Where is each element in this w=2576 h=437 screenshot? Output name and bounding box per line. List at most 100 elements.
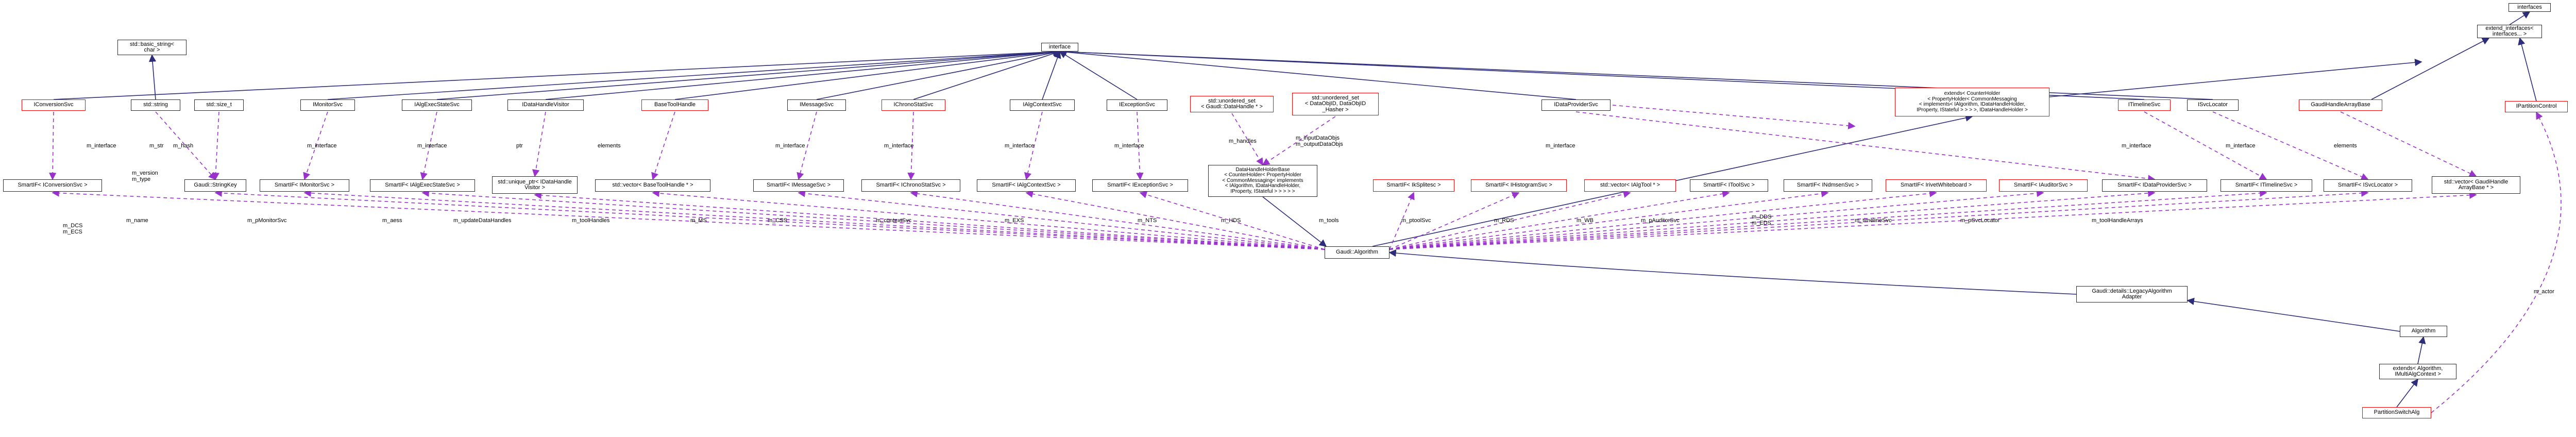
edge-label: m_interface: [307, 143, 337, 149]
class-node-GaudiAlgorithm[interactable]: Gaudi::Algorithm: [1325, 246, 1389, 259]
edge-label: m_str: [149, 143, 164, 149]
class-node-label: IExceptionSvc: [1119, 102, 1155, 108]
class-node-vector_IAlgTool[interactable]: std::vector< IAlgTool * >: [1584, 179, 1676, 192]
class-node-ISvcLocator[interactable]: ISvcLocator: [2187, 99, 2239, 111]
class-node-extends_algorithm[interactable]: extends< Algorithm, IMultiAlgContext >: [2379, 364, 2456, 379]
class-node-label: IAlgContextSvc: [1023, 102, 1062, 108]
class-node-IPartitionControl[interactable]: IPartitionControl: [2505, 101, 2568, 112]
class-node-label: std::vector< IAlgTool * >: [1600, 182, 1660, 189]
class-node-unique_ptr_visitor[interactable]: std::unique_ptr< IDataHandle Visitor >: [492, 176, 578, 194]
edge-label: m_interface: [2122, 143, 2151, 149]
edge-label: m_interface: [2226, 143, 2256, 149]
class-node-ITimelineSvc[interactable]: ITimelineSvc: [2118, 99, 2171, 111]
class-node-interface_top[interactable]: interface: [1041, 43, 1078, 52]
class-node-SmartIF_IMonitorSvc[interactable]: SmartIF< IMonitorSvc >: [260, 179, 349, 192]
class-node-label: std::vector< GaudiHandle ArrayBase * >: [2444, 178, 2509, 191]
class-node-std_string[interactable]: std::string: [131, 99, 180, 111]
class-node-label: DataHandleHolderBase < CounterHolder< Pr…: [1222, 166, 1303, 194]
class-node-LegacyAlgorithmAdapter[interactable]: Gaudi::details::LegacyAlgorithm Adapter: [2076, 286, 2188, 302]
edge-label: m_pMonitorSvc: [247, 217, 287, 224]
class-node-SmartIF_IDataProviderSvc[interactable]: SmartIF< IDataProviderSvc >: [2102, 179, 2207, 192]
class-node-SmartIF_INtupleSvc[interactable]: SmartIF< INdmsenSvc >: [1784, 179, 1872, 192]
class-node-label: SmartIF< IrivetWhiteboard >: [1900, 182, 1972, 189]
class-node-IAlgExecStateSvc[interactable]: IAlgExecStateSvc: [402, 99, 472, 111]
class-node-label: std::unique_ptr< IDataHandle Visitor >: [498, 178, 572, 191]
class-node-GaudiHandleArrayBase[interactable]: GaudiHandleArrayBase: [2299, 99, 2382, 111]
class-node-extends_counter[interactable]: extends< CounterHolder < PropertyHolder<…: [1895, 88, 2049, 116]
edge-label: m_toolHandles: [572, 217, 610, 224]
edge-label: m_interface: [417, 143, 447, 149]
edge-label: m_inputDataObjs m_outputDataObjs: [1296, 135, 1343, 147]
class-node-IDataProviderSvc[interactable]: IDataProviderSvc: [1541, 99, 1611, 111]
edge-label: m_contextSvc: [876, 217, 912, 224]
class-node-IConversionSvc[interactable]: IConversionSvc: [22, 99, 86, 111]
edge-label: m_NTS: [1138, 217, 1157, 224]
class-node-IDataHandleVisitor[interactable]: IDataHandleVisitor: [507, 99, 584, 111]
class-node-SmartIF_IAuditorSvc[interactable]: SmartIF< IAuditorSvc >: [1999, 179, 2088, 192]
class-node-label: SmartIF< IkSplitesc >: [1386, 182, 1441, 189]
class-node-label: SmartIF< IConversionSvc >: [18, 182, 88, 189]
class-node-label: SmartIF< IExceptionSvc >: [1107, 182, 1173, 189]
class-node-unordered_set_handle[interactable]: std::unordered_set < Gaudi::DataHandle *…: [1190, 96, 1274, 112]
class-node-DataHandleHolderBase[interactable]: DataHandleHolderBase < CounterHolder< Pr…: [1208, 165, 1317, 197]
class-node-IChronoStatSvc[interactable]: IChronoStatSvc: [882, 99, 945, 111]
class-node-IExceptionSvc[interactable]: IExceptionSvc: [1107, 99, 1167, 111]
edge-label: m_version m_type: [132, 170, 158, 182]
class-node-label: Algorithm: [2411, 328, 2436, 334]
edge-label: elements: [2334, 143, 2357, 149]
class-node-SmartIF_IvetWhiteboard[interactable]: SmartIF< IrivetWhiteboard >: [1886, 179, 1987, 192]
edge-label: ptr: [516, 143, 523, 149]
class-node-extend_interfaces[interactable]: extend_interfaces< interfaces... >: [2477, 25, 2542, 38]
class-node-label: interfaces: [2517, 4, 2542, 10]
class-node-label: SmartIF< IMessageSvc >: [766, 182, 831, 189]
class-node-label: std::size_t: [206, 102, 232, 108]
class-node-IAlgContextSvc[interactable]: IAlgContextSvc: [1010, 99, 1075, 111]
class-node-GaudiStringKey[interactable]: Gaudi::StringKey: [184, 179, 246, 192]
class-node-SmartIF_IConversionSvc[interactable]: SmartIF< IConversionSvc >: [3, 179, 102, 192]
class-node-SmartIF_ITimelineSvc[interactable]: SmartIF< ITimelineSvc >: [2221, 179, 2312, 192]
class-node-PartitionSwitchAlg[interactable]: PartitionSwitchAlg: [2362, 407, 2431, 418]
class-node-vector_GaudiHandleArrayBase[interactable]: std::vector< GaudiHandle ArrayBase * >: [2432, 176, 2520, 194]
class-node-label: extends< CounterHolder < PropertyHolder<…: [1917, 91, 2028, 113]
edge-label: m_RDS: [1494, 217, 1514, 224]
class-node-BaseToolHandle[interactable]: BaseToolHandle: [641, 99, 708, 111]
edge-label: m_pSvcLocator: [1960, 217, 2000, 224]
class-node-label: Gaudi::Algorithm: [1336, 249, 1378, 256]
class-node-SmartIF_IHistogramSvc[interactable]: SmartIF< IHistogramSvc >: [1471, 179, 1567, 192]
edge-label: m_HDS: [1221, 217, 1241, 224]
edge-label: m_CSS: [768, 217, 787, 224]
class-node-vector_BaseToolHandle[interactable]: std::vector< BaseToolHandle * >: [595, 179, 710, 192]
class-node-label: Gaudi::StringKey: [194, 182, 237, 189]
class-node-SmartIF_IChronoStatSvc[interactable]: SmartIF< IChronoStatSvc >: [861, 179, 960, 192]
class-node-IMonitorSvc[interactable]: IMonitorSvc: [300, 99, 355, 111]
class-node-label: SmartIF< IChronoStatSvc >: [876, 182, 946, 189]
class-node-SmartIF_IAlgContextSvc[interactable]: SmartIF< IAlgContextSvc >: [977, 179, 1076, 192]
class-node-SmartIF_IkSplitesc[interactable]: SmartIF< IkSplitesc >: [1373, 179, 1454, 192]
edge-label: m_interface: [775, 143, 805, 149]
class-node-interfaces_top[interactable]: interfaces: [2509, 3, 2551, 12]
class-node-basic_string[interactable]: std::basic_string< char >: [117, 40, 187, 55]
class-node-SmartIF_IAlgExecStateSvc[interactable]: SmartIF< IAlgExecStateSvc >: [370, 179, 475, 192]
edge-label: m_interface: [1114, 143, 1144, 149]
class-node-SmartIF_IMessageSvc[interactable]: SmartIF< IMessageSvc >: [753, 179, 844, 192]
class-node-label: BaseToolHandle: [654, 102, 696, 108]
class-node-SmartIF_IExceptionSvc[interactable]: SmartIF< IExceptionSvc >: [1092, 179, 1188, 192]
class-node-label: IPartitionControl: [2516, 103, 2557, 110]
class-node-std_size_t[interactable]: std::size_t: [194, 99, 244, 111]
class-node-unordered_set_objid[interactable]: std::unordered_set < DataObjID, DataObjI…: [1292, 93, 1379, 115]
class-node-label: ITimelineSvc: [2128, 102, 2161, 108]
class-node-SmartIF_ISvcLocator[interactable]: SmartIF< ISvcLocator >: [2324, 179, 2412, 192]
class-node-SmartIF_IToolSvc[interactable]: SmartIF< IToolSvc >: [1690, 179, 1768, 192]
edge-label: m_handles: [1229, 138, 1257, 144]
class-node-label: SmartIF< INdmsenSvc >: [1797, 182, 1859, 189]
class-node-Algorithm[interactable]: Algorithm: [2400, 326, 2447, 337]
class-node-label: IDataHandleVisitor: [522, 102, 569, 108]
edge-label: m_EXS: [1005, 217, 1024, 224]
class-node-label: ISvcLocator: [2197, 102, 2228, 108]
class-node-label: extends< Algorithm, IMultiAlgContext >: [2393, 365, 2443, 377]
class-node-IMessageSvc[interactable]: IMessageSvc: [787, 99, 846, 111]
class-node-label: SmartIF< IToolSvc >: [1703, 182, 1755, 189]
edge-label: m_interface: [1546, 143, 1575, 149]
edge-label: m_ptoolSvc: [1401, 217, 1431, 224]
